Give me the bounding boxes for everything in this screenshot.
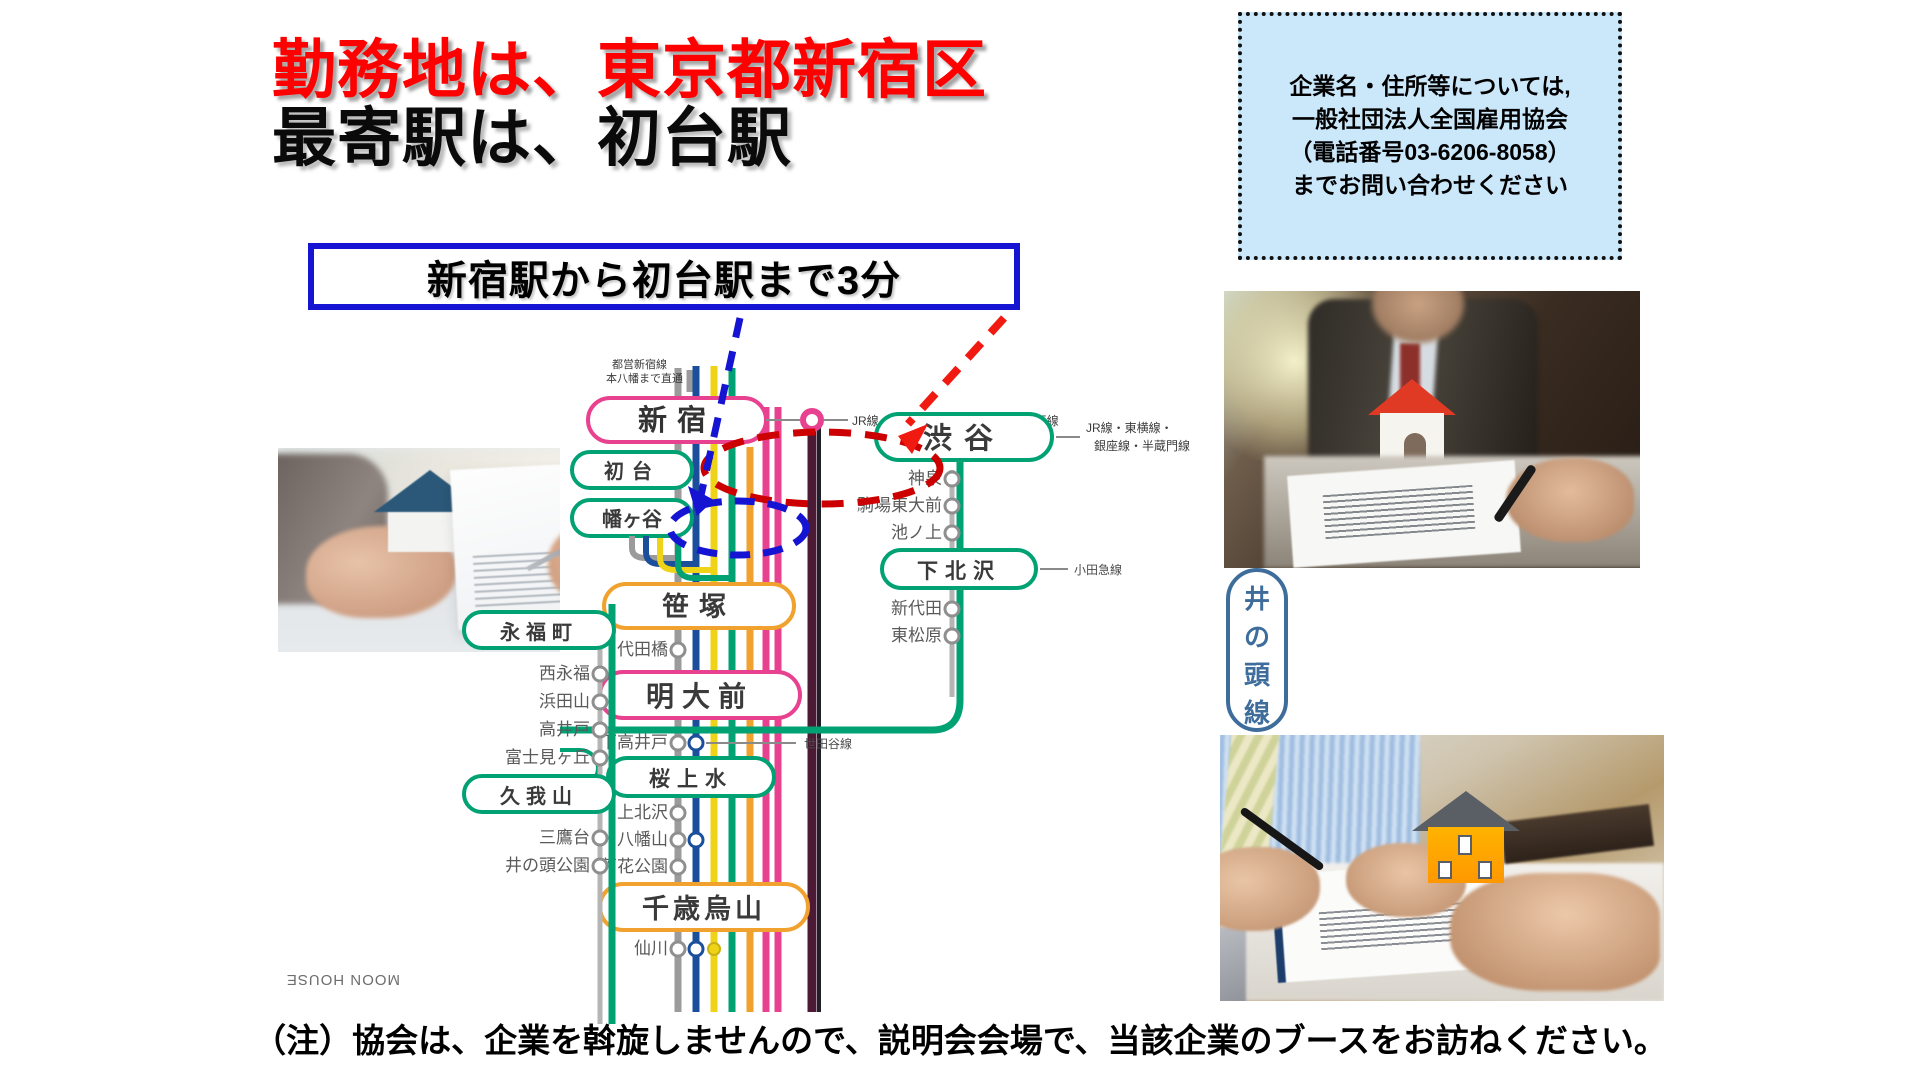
svg-text:頭: 頭: [1244, 660, 1271, 690]
svg-text:駒場東大前: 駒場東大前: [857, 496, 942, 515]
svg-text:東松原: 東松原: [891, 626, 942, 645]
svg-text:下北沢: 下北沢: [917, 560, 1001, 583]
contact-info-line-3: （電話番号03-6206-8058）: [1289, 139, 1571, 165]
travel-time-callout: 新宿駅から初台駅まで3分: [308, 243, 1020, 310]
svg-text:初台: 初台: [604, 459, 660, 483]
svg-text:久我山: 久我山: [500, 784, 578, 808]
svg-text:幡ヶ谷: 幡ヶ谷: [602, 508, 663, 531]
svg-text:仙川: 仙川: [634, 939, 668, 958]
footer-note-text: （注）協会は、企業を斡旋しませんので、説明会会場で、当該企業のブースをお訪ねくだ…: [253, 1022, 1667, 1059]
headline-line-2: 最寄駅は、初台駅: [272, 102, 792, 175]
svg-text:永福町: 永福町: [499, 620, 578, 644]
svg-text:JR線・東横線・: JR線・東横線・: [1086, 420, 1173, 435]
svg-text:明大前: 明大前: [646, 680, 754, 712]
svg-text:渋谷: 渋谷: [923, 422, 1005, 455]
svg-text:八幡山: 八幡山: [617, 830, 668, 849]
svg-text:下高井戸: 下高井戸: [600, 733, 668, 752]
svg-text:都営新宿線: 都営新宿線: [612, 357, 667, 371]
svg-text:桜上水: 桜上水: [649, 767, 733, 791]
contact-info-line-4: までお問い合わせください: [1292, 172, 1568, 199]
inokashira-line-badge: 井 の 頭 線: [1226, 568, 1288, 732]
svg-text:代田橋: 代田橋: [617, 640, 668, 659]
travel-time-callout-text: 新宿駅から初台駅まで3分: [426, 258, 902, 303]
svg-text:銀座線・半蔵門線: 銀座線・半蔵門線: [1094, 438, 1190, 453]
svg-text:上北沢: 上北沢: [617, 803, 668, 822]
svg-text:高井戸: 高井戸: [539, 720, 590, 739]
svg-text:本八幡まで直通: 本八幡まで直通: [606, 371, 683, 385]
photo-businessman-red-roof-house-contract: [1224, 291, 1640, 568]
svg-text:神泉: 神泉: [908, 469, 942, 488]
svg-text:池ノ上: 池ノ上: [891, 523, 942, 542]
svg-text:富士見ヶ丘: 富士見ヶ丘: [505, 748, 590, 767]
svg-text:笹塚: 笹塚: [662, 592, 736, 622]
svg-text:三鷹台: 三鷹台: [539, 827, 590, 847]
svg-text:新代田: 新代田: [891, 599, 942, 618]
page-title: 勤務地は、東京都新宿区 最寄駅は、初台駅: [272, 34, 987, 175]
footer-note: （注）協会は、企業を斡旋しませんので、説明会会場で、当該企業のブースをお訪ねくだ…: [0, 1014, 1920, 1062]
svg-text:線: 線: [1244, 698, 1270, 728]
svg-text:世田谷線: 世田谷線: [804, 736, 852, 751]
svg-text:西永福: 西永福: [539, 664, 590, 683]
contact-info-box: 企業名・住所等については, 一般社団法人全国雇用協会 （電話番号03-6206-…: [1238, 12, 1622, 260]
headline-line-1: 勤務地は、東京都新宿区: [272, 34, 987, 106]
contact-info-line-1: 企業名・住所等については,: [1289, 72, 1571, 99]
svg-text:芦花公園: 芦花公園: [600, 857, 668, 876]
svg-text:浜田山: 浜田山: [539, 692, 590, 711]
moon-house-watermark: MOON HOUSE: [285, 971, 400, 988]
svg-text:新宿: 新宿: [638, 403, 716, 437]
svg-text:千歳烏山: 千歳烏山: [642, 894, 766, 924]
svg-text:井の頭公園: 井の頭公園: [505, 856, 590, 875]
svg-text:小田急線: 小田急線: [1074, 562, 1122, 577]
svg-text:井: 井: [1244, 584, 1270, 614]
keio-inokashira-rail-map: 都営新宿線 本八幡まで直通 新宿 JR線・小田急線・丸ノ内線・大江戸線 初台 幡…: [462, 352, 1288, 1024]
svg-text:の: の: [1244, 622, 1270, 652]
contact-info-line-2: 一般社団法人全国雇用協会: [1292, 105, 1568, 132]
